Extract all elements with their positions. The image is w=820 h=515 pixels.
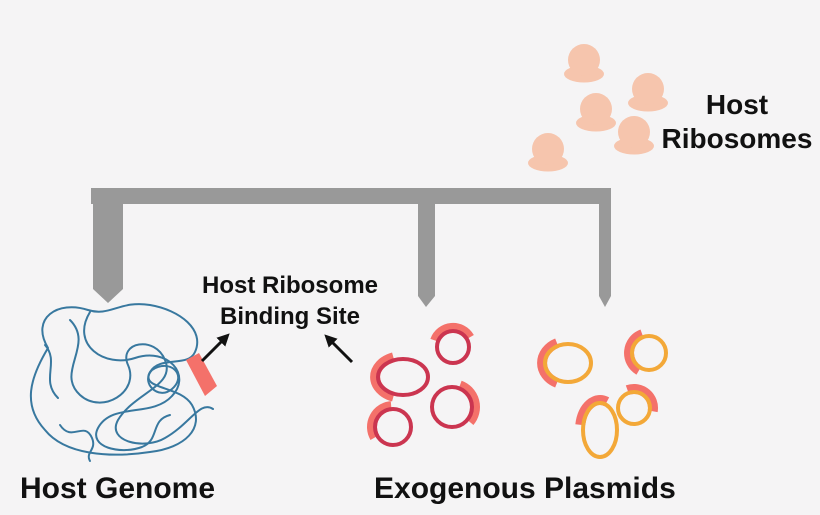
plasmid-orange — [537, 338, 593, 388]
plasmid-orange — [624, 329, 668, 375]
bracket-connector — [91, 188, 611, 307]
binding-site-label-line1: Host Ribosome — [201, 272, 378, 299]
bracket-arm-left — [93, 188, 123, 303]
plasmid-orange — [575, 395, 619, 459]
genome-binding-site-segment — [186, 353, 217, 396]
bracket-arm-middle — [418, 204, 435, 307]
plasmid-orange — [616, 383, 658, 426]
host-ribosomes-label-line2: Ribosomes — [661, 123, 813, 154]
exogenous-plasmids-label: Exogenous Plasmids — [374, 472, 676, 505]
plasmid-red — [430, 322, 474, 365]
binding-site-label-line2: Binding Site — [220, 303, 360, 330]
bracket-arm-right — [599, 204, 611, 307]
host-ribosomes-label-line1: Host — [705, 89, 769, 120]
host-genome-label: Host Genome — [20, 472, 216, 505]
plasmid-red — [370, 352, 430, 402]
binding-site-label: Host Ribosome Binding Site — [183, 270, 397, 332]
arrow-from-plasmids — [324, 334, 354, 364]
ribosome-icon — [564, 44, 604, 83]
red-plasmids-cluster — [367, 322, 480, 447]
plasmid-red — [367, 401, 413, 447]
arrow-from-genome — [200, 333, 230, 363]
ribosome-icon — [628, 73, 668, 112]
bracket-bar — [91, 188, 611, 204]
host-ribosomes-label: Host Ribosomes — [652, 88, 820, 156]
orange-plasmids-cluster — [537, 329, 668, 459]
ribosome-icon — [528, 133, 568, 172]
ribosome-icon — [576, 93, 616, 132]
plasmid-red — [430, 380, 480, 429]
host-ribosomes-cluster — [528, 44, 668, 172]
host-genome-squiggle — [29, 303, 217, 462]
ribosome-icon — [614, 116, 654, 155]
